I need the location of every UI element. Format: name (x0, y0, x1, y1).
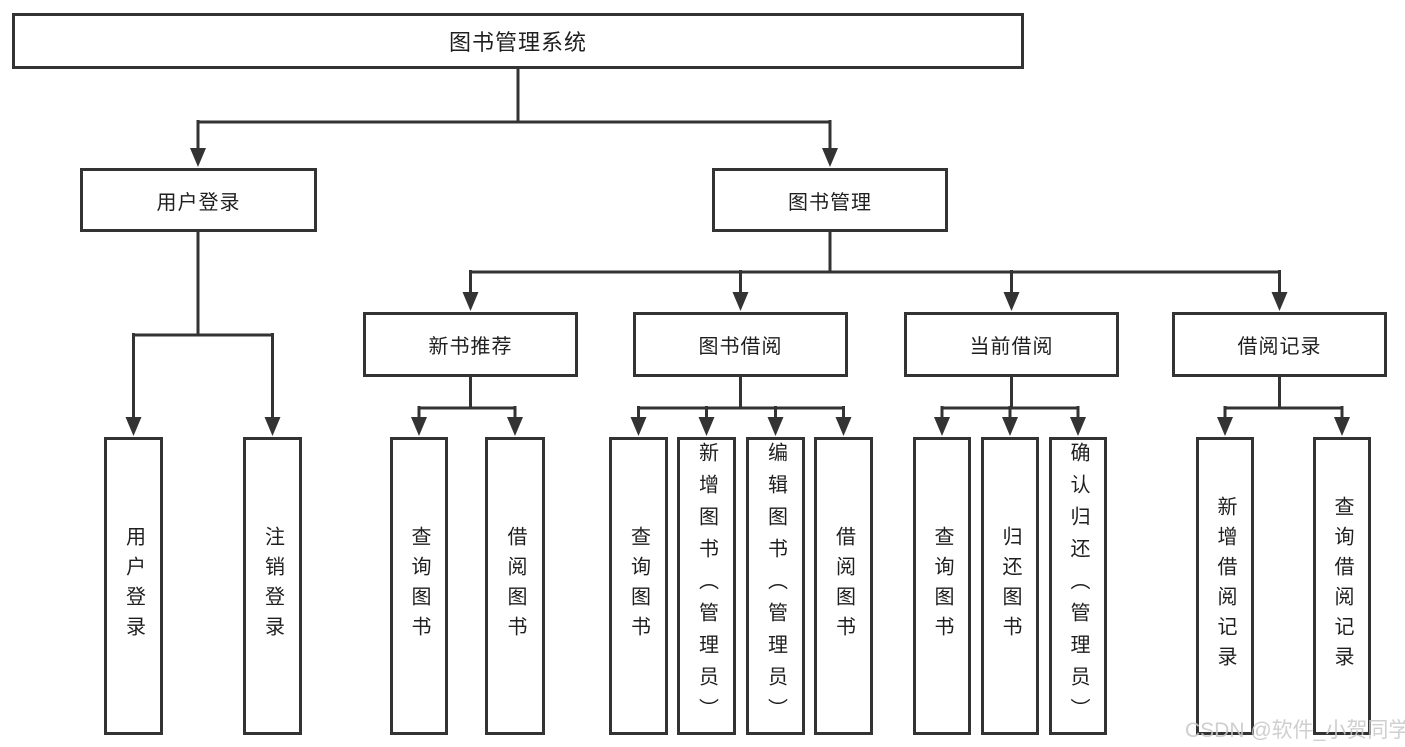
node-borrowing-records: 借阅记录 (1172, 312, 1387, 377)
leaf-user-login: 用户登录 (104, 437, 163, 735)
node-library-management-system: 图书管理系统 (12, 13, 1024, 69)
leaf-current-return-books: 归还图书 (981, 437, 1039, 735)
leaf-borrowing-add-books-admin-label: 新增图书（管理员） (695, 442, 718, 730)
leaf-logout-label: 注销登录 (261, 526, 284, 646)
leaf-borrowing-add-books-admin: 新增图书（管理员） (677, 437, 736, 735)
leaf-borrowing-query-books: 查询图书 (609, 437, 668, 735)
leaf-borrowing-query-books-label: 查询图书 (627, 526, 650, 646)
node-book-management-label: 图书管理 (788, 191, 872, 214)
leaf-borrowing-borrow-books: 借阅图书 (814, 437, 873, 735)
node-new-book-recommend: 新书推荐 (363, 312, 578, 377)
leaf-records-query-record-label: 查询借阅记录 (1331, 496, 1353, 676)
leaf-recommend-query-books: 查询图书 (390, 437, 448, 735)
leaf-current-return-books-label: 归还图书 (999, 526, 1021, 646)
node-user-login: 用户登录 (80, 168, 317, 232)
leaf-records-add-record-label: 新增借阅记录 (1214, 496, 1236, 676)
leaf-current-query-books-label: 查询图书 (931, 526, 953, 646)
leaf-recommend-query-books-label: 查询图书 (408, 526, 430, 646)
node-library-management-system-label: 图书管理系统 (448, 30, 587, 55)
leaf-borrowing-edit-books-admin-label: 编辑图书（管理员） (764, 442, 787, 730)
node-current-borrowing-label: 当前借阅 (969, 336, 1054, 358)
node-borrowing-records-label: 借阅记录 (1237, 336, 1322, 358)
leaf-current-query-books: 查询图书 (913, 437, 971, 735)
arrowheads (125, 148, 1350, 436)
node-book-borrowing-label: 图书借阅 (698, 336, 783, 358)
node-book-management: 图书管理 (712, 168, 948, 232)
node-user-login-label: 用户登录 (156, 191, 241, 214)
watermark: CSDN @软件_小贺同学 (1185, 719, 1405, 742)
node-current-borrowing: 当前借阅 (904, 312, 1119, 377)
leaf-records-query-record: 查询借阅记录 (1313, 437, 1371, 735)
leaf-user-login-label: 用户登录 (122, 526, 145, 646)
leaf-logout: 注销登录 (243, 437, 302, 735)
leaf-records-add-record: 新增借阅记录 (1196, 437, 1254, 735)
connector-paths (132, 69, 1344, 419)
node-new-book-recommend-label: 新书推荐 (428, 336, 513, 358)
leaf-current-confirm-return-admin: 确认归还（管理员） (1049, 437, 1107, 735)
node-book-borrowing: 图书借阅 (633, 312, 848, 377)
leaf-current-confirm-return-admin-label: 确认归还（管理员） (1067, 442, 1089, 730)
leaf-recommend-borrow-books: 借阅图书 (485, 437, 545, 735)
leaf-borrowing-borrow-books-label: 借阅图书 (832, 526, 855, 646)
leaf-borrowing-edit-books-admin: 编辑图书（管理员） (746, 437, 805, 735)
leaf-recommend-borrow-books-label: 借阅图书 (504, 526, 526, 646)
